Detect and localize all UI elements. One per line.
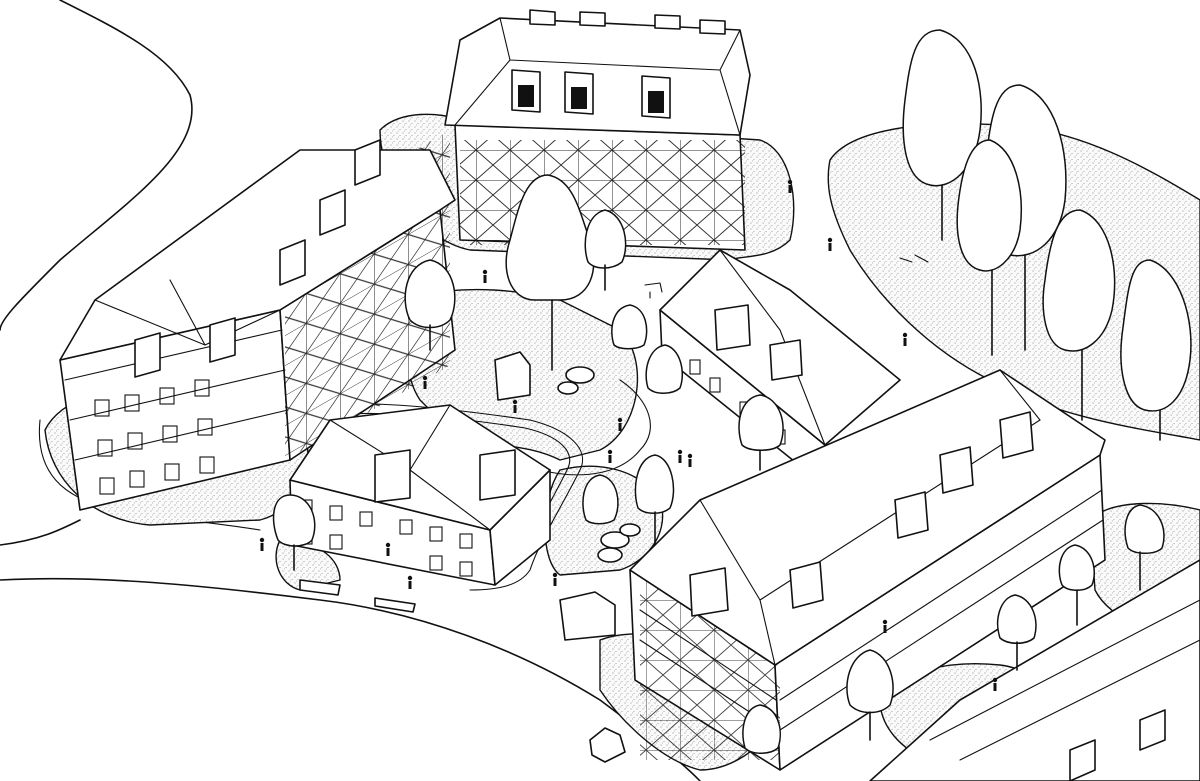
- trees-front-right: [742, 504, 1165, 754]
- tree-east-2: [645, 344, 684, 394]
- row-houses: [869, 559, 1200, 781]
- garden-shed: [494, 351, 616, 641]
- tree-court-right: [584, 209, 627, 291]
- stones-and-benches: [299, 366, 641, 613]
- tree-east-3: [611, 304, 648, 350]
- trees: [272, 29, 1192, 754]
- tree-tall-center: [505, 174, 595, 371]
- car: [589, 727, 626, 763]
- tree-east-1: [738, 394, 784, 471]
- tree-left-court: [404, 259, 456, 351]
- people-figures: [259, 179, 998, 691]
- tree-mid-2: [582, 474, 619, 525]
- north-dormers: [511, 69, 671, 119]
- building-southeast: [629, 369, 1106, 771]
- west-dormers: [134, 139, 381, 378]
- southeast-dormers: [689, 411, 1034, 617]
- tree-front-left: [272, 494, 316, 571]
- trees-background-right: [902, 29, 1192, 441]
- tree-mid: [634, 454, 675, 546]
- building-north: [444, 9, 751, 251]
